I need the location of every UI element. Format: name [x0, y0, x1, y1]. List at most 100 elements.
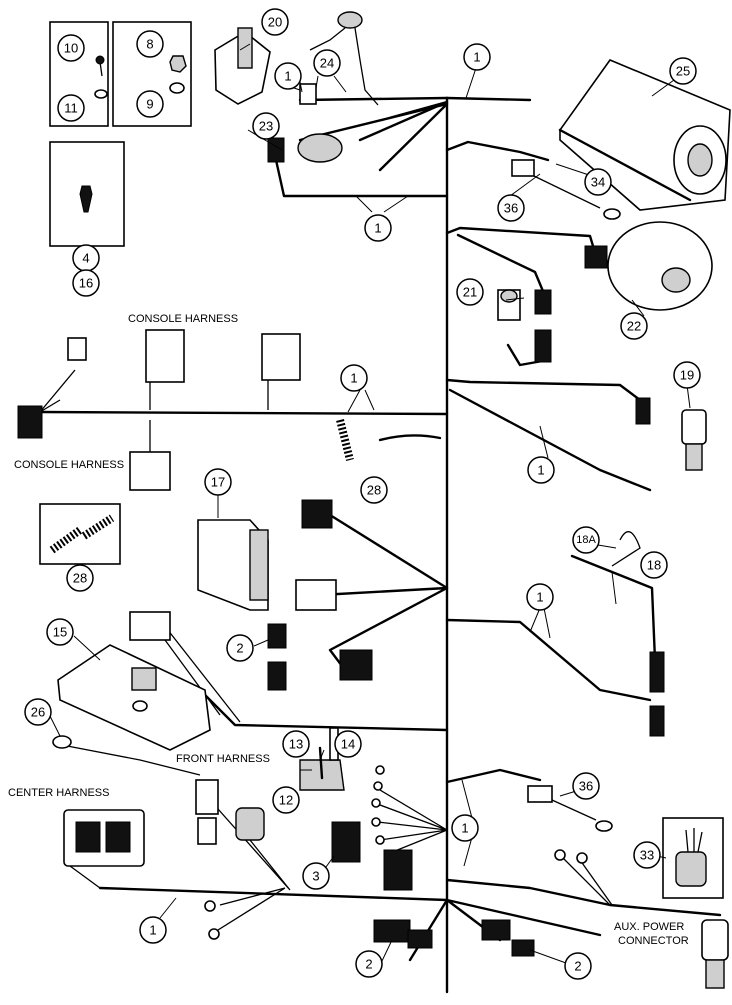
center-ring-wires: [209, 887, 286, 936]
svg-text:16: 16: [79, 276, 93, 291]
callout-13: 13: [282, 730, 310, 758]
ring-terminal-icon: [371, 817, 381, 827]
svg-text:36: 36: [504, 201, 518, 216]
svg-text:22: 22: [627, 319, 641, 334]
center-harness-label: CENTER HARNESS: [8, 787, 109, 799]
svg-text:1: 1: [374, 221, 381, 236]
sensor-36b-lead: [551, 799, 597, 821]
screw-4-icon: [79, 185, 93, 213]
console-plug-top: [145, 329, 185, 383]
wire-26: [61, 744, 201, 776]
part-18: [570, 531, 665, 737]
svg-text:2: 2: [365, 957, 372, 972]
component-20: [214, 27, 271, 105]
box-15-grommet: [132, 700, 148, 712]
sensor-26-eye: [52, 735, 72, 749]
connector-33-wires: [685, 828, 703, 853]
center-switch-wire: [69, 865, 101, 889]
harness-branch-34: [445, 140, 550, 162]
callout-19: 19: [673, 361, 701, 389]
sensor-26-plug: [197, 817, 217, 845]
harness-top-fanout: [298, 100, 449, 172]
callout-8: 8: [136, 30, 164, 58]
ground-stud-12: [299, 727, 345, 791]
harness-branch-22: [445, 226, 598, 258]
callout-18: 18: [640, 551, 668, 579]
connector-2b-icon: [373, 919, 411, 943]
callout-16: 16: [72, 269, 100, 297]
part-18-connector: [649, 651, 665, 693]
center-harness-drops: [209, 799, 291, 891]
callout-34: 34: [584, 168, 612, 196]
callouts: 1 1 1 1 1 1 1 1 2 2 2 3 4 16 10 11 8 9 1…: [24, 8, 701, 980]
harness-branch-36b: [445, 768, 542, 784]
svg-text:4: 4: [82, 251, 89, 266]
sensor-36b-tip: [595, 820, 613, 832]
sensor-26: [52, 735, 219, 845]
sensor-36a-tip: [603, 208, 621, 220]
callout-1: 1: [451, 814, 479, 842]
svg-text:15: 15: [53, 625, 67, 640]
inset-box-28: [39, 503, 121, 565]
callout-1: 1: [274, 62, 302, 90]
svg-text:34: 34: [591, 175, 605, 190]
nut-8-icon: [169, 55, 187, 73]
lighter-19-socket: [681, 409, 707, 445]
callout-1: 1: [340, 364, 368, 392]
svg-text:23: 23: [259, 119, 273, 134]
callout-1: 1: [463, 43, 491, 71]
inset-box-33: [662, 817, 724, 899]
connectors-2: [267, 623, 535, 957]
front-harness-label: FRONT HARNESS: [176, 753, 270, 765]
center-switch-left: [75, 821, 101, 853]
center-harness-line: [98, 886, 449, 902]
aux-power-connector: [701, 919, 729, 989]
sensor-26-body: [195, 779, 219, 815]
bolt-10-icon: [95, 55, 105, 65]
sensor-24-head: [337, 11, 363, 29]
svg-text:18A: 18A: [576, 534, 596, 546]
box-15-connector-b: [131, 667, 157, 691]
svg-text:14: 14: [341, 737, 355, 752]
switch-21-plug-b: [534, 329, 552, 363]
connector-2a-icon: [267, 623, 287, 649]
callout-28: 28: [66, 564, 94, 592]
callout-12: 12: [272, 786, 300, 814]
motor-face: [661, 267, 691, 293]
svg-text:20: 20: [268, 15, 282, 30]
aux-power-body: [701, 919, 729, 961]
aux-power-plug: [705, 959, 725, 989]
console-plug-left: [17, 405, 43, 439]
callout-25: 25: [669, 57, 697, 85]
nut-11-icon: [94, 89, 108, 99]
washer-9-icon: [169, 82, 185, 94]
component-24: [299, 11, 379, 106]
connector-2a-mate-icon: [267, 661, 287, 691]
callout-10: 10: [57, 34, 85, 62]
svg-text:24: 24: [320, 56, 334, 71]
svg-text:13: 13: [289, 737, 303, 752]
connector-3-icon: [331, 821, 361, 863]
callout-4: 4: [72, 244, 100, 272]
svg-text:3: 3: [312, 869, 319, 884]
motor-body: [607, 221, 713, 311]
spring-28b-icon: [81, 514, 115, 540]
callout-14: 14: [334, 730, 362, 758]
aux-power-label-line2: CONNECTOR: [618, 935, 689, 947]
switch-center: [63, 807, 265, 889]
callout-24: 24: [313, 49, 341, 77]
front-harness-wires: [159, 619, 241, 723]
ring-terminal-icon: [373, 781, 383, 791]
callout-36: 36: [572, 772, 600, 800]
svg-text:1: 1: [350, 371, 357, 386]
ring-terminal-icon: [375, 835, 385, 845]
svg-text:10: 10: [64, 41, 78, 56]
callout-22: 22: [620, 312, 648, 340]
harness-labels: CONSOLE HARNESS CONSOLE HARNESS FRONT HA…: [8, 313, 689, 947]
strap-18: [570, 554, 657, 662]
harness-branch-23: [274, 158, 449, 198]
connector-33-icon: [675, 851, 707, 887]
module-17: [197, 499, 337, 611]
